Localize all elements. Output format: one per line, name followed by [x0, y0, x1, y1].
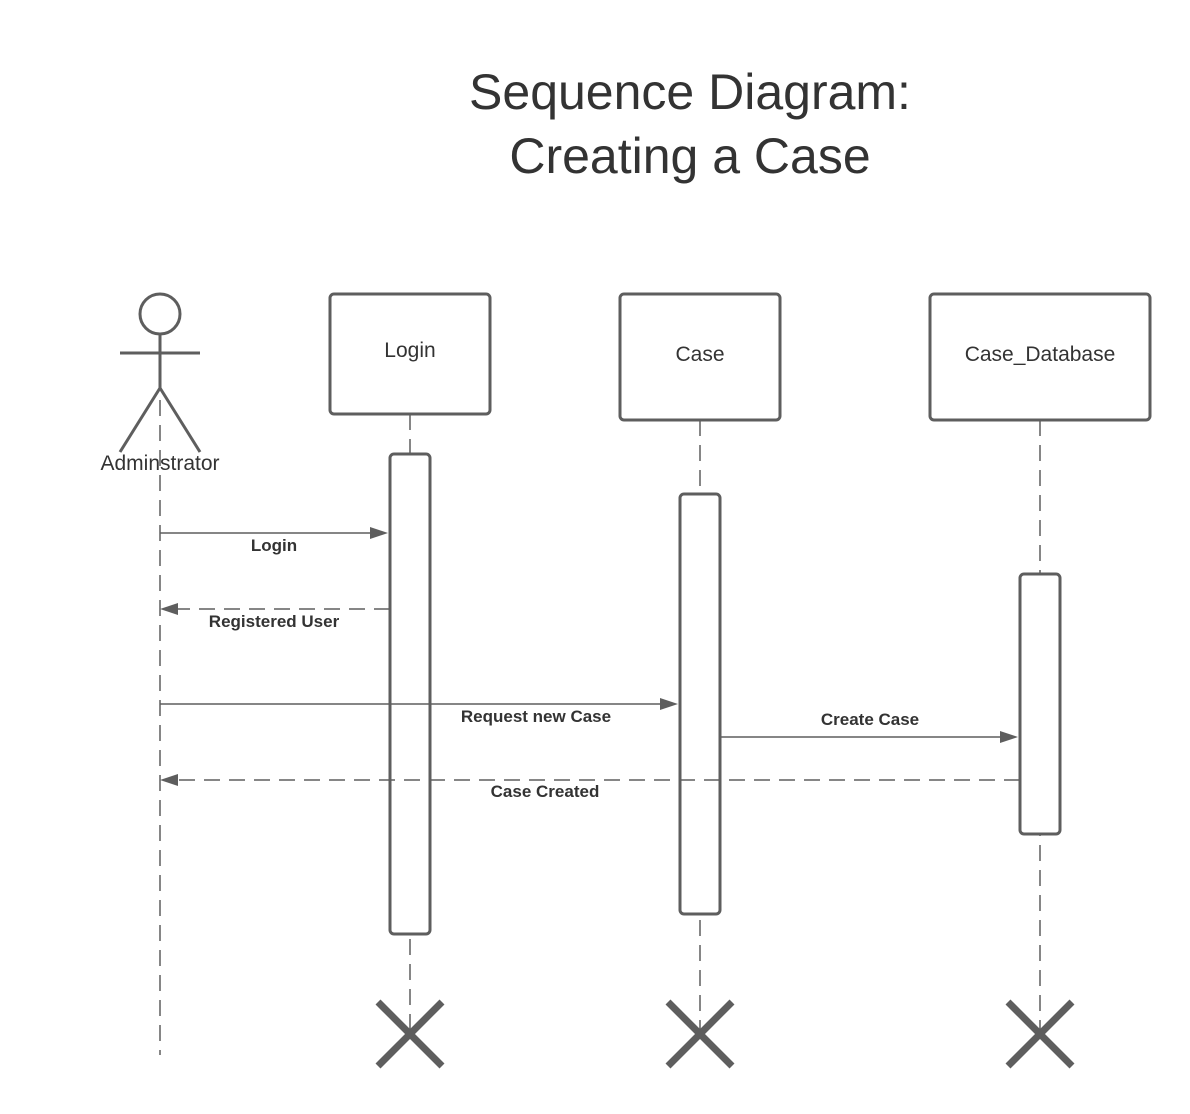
case-database-destroy-icon — [1005, 999, 1075, 1069]
actor-head — [138, 292, 182, 336]
actor-stick-figure — [118, 292, 202, 453]
actor-left-leg — [118, 387, 162, 453]
login-object-box — [328, 292, 492, 416]
message-registered-user: Registered User — [160, 603, 390, 631]
case-database-activation-bar — [1018, 572, 1062, 836]
message-request-new-case-arrowhead — [660, 698, 678, 710]
case-database-object-box — [928, 292, 1152, 422]
message-request-new-case: Request new Case — [160, 698, 678, 726]
diagram-title-line-2: Creating a Case — [509, 128, 870, 184]
diagram-title-line-1: Sequence Diagram: — [469, 64, 911, 120]
login-destroy-icon — [375, 999, 445, 1069]
message-create-case-label: Create Case — [821, 710, 919, 729]
actor-label: Adminstrator — [100, 452, 219, 475]
message-registered-user-label: Registered User — [209, 612, 340, 631]
message-login: Login — [160, 527, 388, 555]
case-destroy-icon — [665, 999, 735, 1069]
message-create-case-arrowhead — [1000, 731, 1018, 743]
case-object-box — [618, 292, 782, 422]
actor-right-leg — [158, 387, 202, 453]
message-case-created-label: Case Created — [491, 782, 600, 801]
case-activation-bar — [678, 492, 722, 916]
message-login-label: Login — [251, 536, 297, 555]
message-case-created: Case Created — [160, 774, 1020, 801]
message-login-arrowhead — [370, 527, 388, 539]
message-create-case: Create Case — [720, 710, 1018, 743]
login-object-label: Login — [384, 339, 435, 362]
message-request-new-case-label: Request new Case — [461, 707, 611, 726]
message-case-created-arrowhead — [160, 774, 178, 786]
case-object-label: Case — [675, 343, 724, 366]
login-activation-bar — [388, 452, 432, 936]
case-database-object-label: Case_Database — [965, 343, 1116, 366]
message-registered-user-arrowhead — [160, 603, 178, 615]
